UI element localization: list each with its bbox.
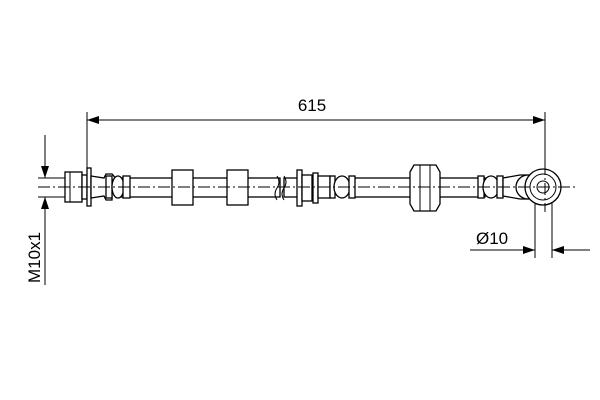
large-crimp-sleeve [409, 164, 441, 212]
eye-diameter-label: Ø10 [476, 229, 508, 248]
thread-dimension-label: M10x1 [25, 232, 44, 283]
length-dimension-label: 615 [298, 96, 326, 115]
thread-dimension: M10x1 [25, 135, 68, 285]
hose-assembly [64, 164, 562, 212]
length-dimension: 615 [86, 96, 546, 172]
eye-diameter-dimension: Ø10 [470, 195, 590, 258]
